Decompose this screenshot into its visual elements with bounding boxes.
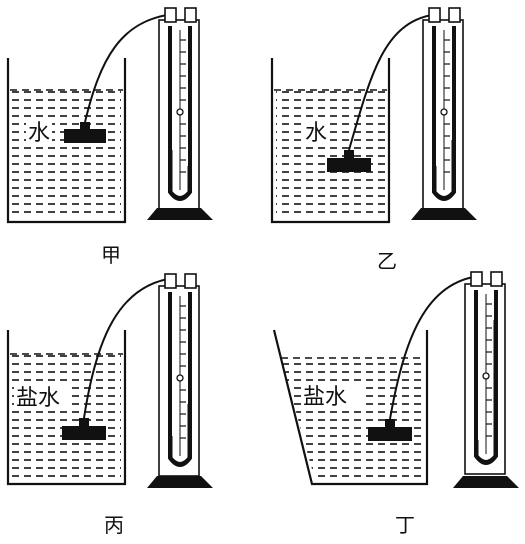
liquid-label: 水 <box>28 121 50 146</box>
u-tube-manometer <box>147 7 213 220</box>
u-tube-manometer <box>147 273 213 488</box>
pressure-probe <box>64 129 106 143</box>
brine-body <box>12 354 121 480</box>
pressure-probe <box>62 426 106 440</box>
panel-caption: 乙 <box>377 249 397 273</box>
panel-jia: 水 甲 <box>6 7 213 267</box>
rubber-tube <box>348 13 439 151</box>
brine-body <box>281 358 423 480</box>
tapered-beaker <box>272 329 429 486</box>
liquid-label: 水 <box>305 121 327 146</box>
beaker <box>270 58 391 224</box>
rubber-tube <box>83 277 175 419</box>
panel-bing: 盐水 丙 <box>6 273 213 537</box>
panel-caption: 甲 <box>101 243 121 267</box>
u-tube-manometer <box>411 7 477 220</box>
water-body <box>12 90 121 218</box>
rubber-tube <box>389 275 481 420</box>
liquid-label: 盐水 <box>303 385 347 410</box>
pressure-probe <box>368 427 412 441</box>
pressure-probe <box>327 158 371 172</box>
water-body <box>276 90 385 218</box>
liquid-label: 盐水 <box>16 386 60 411</box>
panel-yi: 水 乙 <box>270 7 477 273</box>
rubber-tube <box>84 13 175 123</box>
beaker <box>6 330 127 486</box>
u-tube-manometer <box>453 271 519 488</box>
panel-ding: 盐水 丁 <box>272 271 519 537</box>
panel-caption: 丙 <box>104 513 124 537</box>
panel-caption: 丁 <box>395 513 415 537</box>
beaker <box>6 58 127 224</box>
